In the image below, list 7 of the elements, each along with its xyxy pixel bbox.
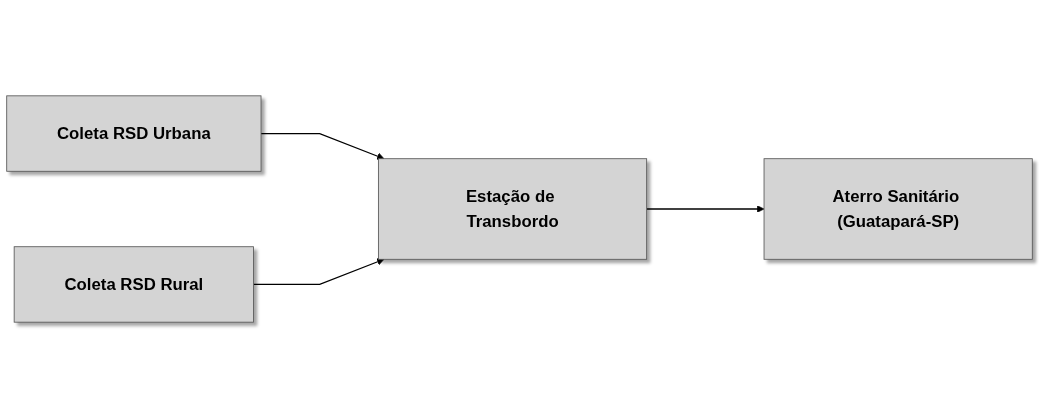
arrow <box>252 258 385 286</box>
node-box: Estação de Transbordo <box>377 158 648 260</box>
arrow <box>646 205 765 213</box>
node-box: Aterro Sanitário (Guatapará-SP) <box>763 158 1033 260</box>
node-box: Coleta RSD Urbana <box>6 95 262 172</box>
node-box: Coleta RSD Rural <box>13 246 254 323</box>
arrow <box>260 132 385 160</box>
